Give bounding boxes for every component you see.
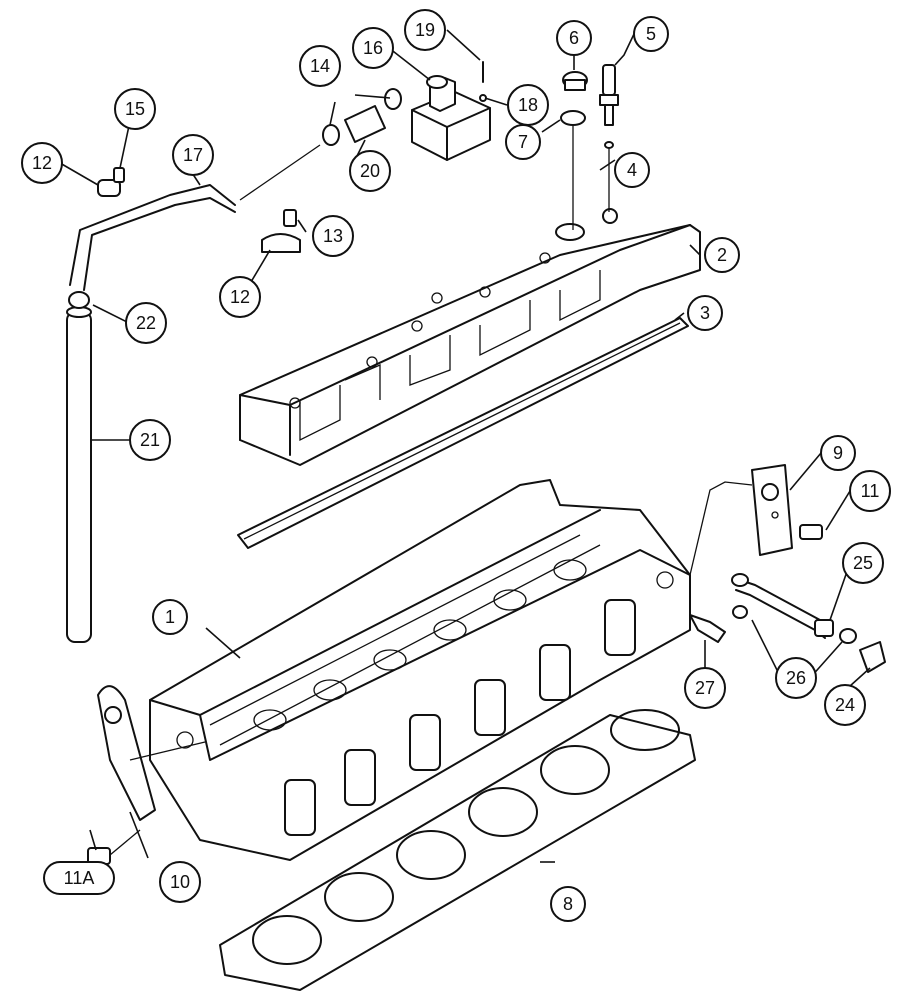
lifting-bracket-front [87,685,206,865]
clamp-center [261,209,301,253]
svg-text:10: 10 [170,872,190,892]
svg-text:1: 1 [165,607,175,627]
callout-25: 25 [842,542,884,584]
svg-text:12: 12 [32,153,52,173]
oil-fill-cap [560,71,588,230]
callout-19: 19 [404,9,446,51]
callout-10: 10 [159,861,201,903]
callout-12-left: 12 [21,142,63,184]
callout-8: 8 [550,886,586,922]
callout-16: 16 [352,27,394,69]
svg-text:18: 18 [518,95,538,115]
svg-text:16: 16 [363,38,383,58]
svg-text:13: 13 [323,226,343,246]
svg-text:5: 5 [646,24,656,44]
svg-text:6: 6 [569,28,579,48]
clamp-left [97,167,125,197]
svg-text:14: 14 [310,56,330,76]
connector-hose [239,88,402,201]
svg-text:4: 4 [627,160,637,180]
valve-cover-gasket [237,317,689,549]
callout-9: 9 [820,435,856,471]
svg-text:15: 15 [125,99,145,119]
svg-text:27: 27 [695,678,715,698]
callout-20: 20 [349,150,391,192]
callout-12-center: 12 [219,276,261,318]
callout-4: 4 [614,152,650,188]
head-gasket [219,709,696,991]
callout-5: 5 [633,16,669,52]
valve-cover [239,208,701,466]
callout-18: 18 [507,84,549,126]
breather-hose [66,291,92,643]
svg-text:25: 25 [853,553,873,573]
mounting-stud [599,64,619,212]
callout-22: 22 [125,302,167,344]
breather-assembly [411,61,491,161]
svg-text:26: 26 [786,668,806,688]
callout-24: 24 [824,684,866,726]
callout-7: 7 [505,124,541,160]
callout-3: 3 [687,295,723,331]
svg-text:11: 11 [861,481,880,501]
callout-15: 15 [114,88,156,130]
callout-6: 6 [556,20,592,56]
callout-13: 13 [312,215,354,257]
svg-text:9: 9 [833,443,843,463]
callout-26: 26 [775,657,817,699]
callout-17: 17 [172,134,214,176]
svg-text:7: 7 [518,132,528,152]
svg-text:21: 21 [140,430,160,450]
callout-11: 11 [849,470,891,512]
oil-supply-line [689,573,886,673]
svg-text:20: 20 [360,161,380,181]
lifting-bracket-rear [689,464,823,576]
svg-text:19: 19 [415,20,435,40]
svg-text:17: 17 [183,145,203,165]
svg-text:11A: 11A [64,868,95,888]
svg-text:12: 12 [230,287,250,307]
callout-21: 21 [129,419,171,461]
svg-text:24: 24 [835,695,855,715]
callout-11a: 11A [43,861,115,895]
callout-2: 2 [704,237,740,273]
callout-14: 14 [299,45,341,87]
breather-tube [69,184,236,291]
cylinder-head [149,479,691,861]
svg-text:8: 8 [563,894,573,914]
svg-text:3: 3 [700,303,710,323]
callout-1: 1 [152,599,188,635]
svg-text:22: 22 [136,313,156,333]
callout-27: 27 [684,667,726,709]
svg-text:2: 2 [717,245,727,265]
